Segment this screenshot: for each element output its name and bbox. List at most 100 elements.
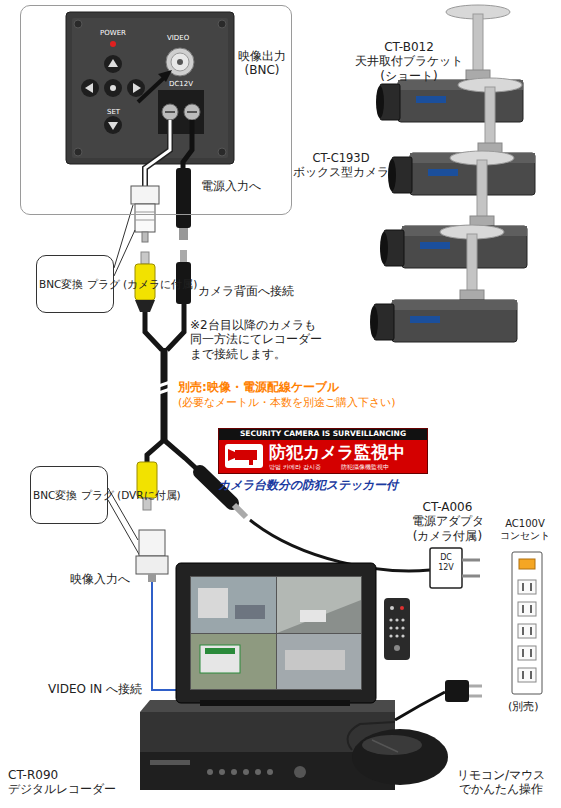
note-text: カメラ背面へ接続 xyxy=(198,284,294,298)
power-strip xyxy=(518,602,536,616)
device-marking: DC 12V xyxy=(436,553,456,572)
part-label: リモコン/マウス でかんたん操作 xyxy=(446,768,556,797)
part-label: CT-A006 電源アダプタ (カメラ付属) xyxy=(405,500,490,543)
camera-back-panel xyxy=(158,90,204,134)
remote-control xyxy=(395,618,398,621)
digital-recorder xyxy=(207,769,213,775)
camera-back-panel xyxy=(110,41,116,47)
callout-text: BNC変換 プラグ (カメラに付属) xyxy=(39,278,111,291)
digital-recorder xyxy=(191,634,276,689)
power-adapter xyxy=(430,548,480,588)
power-strip xyxy=(518,624,536,638)
camera-back-panel xyxy=(108,122,118,130)
digital-recorder xyxy=(190,576,362,690)
digital-recorder xyxy=(277,600,361,633)
sticker-text: SECURITY CAMERA IS SURVEILLANCING xyxy=(219,429,427,438)
camera-back-panel xyxy=(74,20,82,28)
mouse xyxy=(372,740,398,752)
camera-back-panel xyxy=(110,85,116,91)
camera-back-panel xyxy=(133,83,141,93)
camera-wires xyxy=(145,120,170,188)
camera-back-panel xyxy=(127,79,145,97)
part-label: CT-R090 デジタルレコーダー xyxy=(8,768,113,797)
digital-recorder xyxy=(176,563,376,703)
camera-wires xyxy=(145,120,170,188)
note-text: カメラ台数分の防犯ステッカー付 xyxy=(218,478,398,492)
callout-text: 電源入力へ xyxy=(201,179,261,193)
note-text: (必要なメートル・本数を別途ご購入下さい) xyxy=(178,396,396,409)
digital-recorder xyxy=(445,680,469,702)
note-text: ※2台目以降のカメラも 同一方法にてレコーダー まで接続します。 xyxy=(190,318,335,361)
cable xyxy=(152,582,178,690)
cable xyxy=(153,380,176,395)
callout-box: BNC変換 プラグ (カメラに付属) xyxy=(36,255,114,313)
cable xyxy=(141,252,149,264)
cable xyxy=(234,505,246,517)
digital-recorder xyxy=(395,692,445,720)
camera-icon xyxy=(235,450,257,460)
camera-back-panel xyxy=(66,12,234,164)
camera-wires xyxy=(142,232,148,242)
camera-back-panel xyxy=(171,53,189,71)
remote-control xyxy=(389,618,392,621)
power-strip xyxy=(523,583,531,679)
digital-recorder xyxy=(150,760,190,765)
digital-recorder xyxy=(267,769,273,775)
camera-back-panel xyxy=(218,20,226,28)
digital-recorder xyxy=(191,577,276,633)
remote-control xyxy=(401,618,404,621)
mouse xyxy=(362,735,422,755)
remote-control xyxy=(401,634,404,637)
remote-control xyxy=(384,598,410,660)
cable xyxy=(164,440,200,472)
power-strip xyxy=(518,646,536,660)
digital-recorder xyxy=(219,769,225,775)
remote-control xyxy=(395,634,398,637)
camera-back-panel xyxy=(138,76,166,102)
digital-recorder xyxy=(200,645,240,673)
digital-recorder xyxy=(277,577,361,633)
sticker-title: 防犯カメラ監視中 xyxy=(269,442,405,462)
camera-back-panel xyxy=(66,12,234,164)
camera-back-panel xyxy=(104,79,122,97)
cable xyxy=(135,264,155,300)
camera-back-panel xyxy=(104,55,122,73)
cable xyxy=(145,312,162,350)
camera-wires xyxy=(131,120,192,242)
digital-recorder xyxy=(235,605,265,619)
camera-back-panel xyxy=(108,59,118,67)
digital-recorder xyxy=(205,648,235,654)
camera-wires xyxy=(135,204,155,232)
remote-control xyxy=(384,598,410,660)
leader-line xyxy=(108,205,140,556)
digital-recorder xyxy=(231,769,237,775)
power-adapter xyxy=(430,548,462,588)
remote-control xyxy=(400,606,404,610)
sticker-text: 防犯攝像機監視中 xyxy=(341,463,389,470)
note-text: (別売) xyxy=(508,700,539,713)
camera-back-panel xyxy=(104,116,122,134)
digital-recorder xyxy=(243,769,249,775)
remote-control xyxy=(394,645,400,651)
inset-frame: POWERSETVIDEODC12V映像出力 (BNC)電源入力へ xyxy=(20,5,292,215)
callout-box: BNC変換 プラグ (DVRに付属) xyxy=(30,466,108,524)
cable xyxy=(167,304,184,350)
cable xyxy=(148,574,156,582)
camera-back-panel xyxy=(74,148,82,156)
camera-wires xyxy=(176,168,191,228)
camera-stack xyxy=(380,151,527,268)
power-strip xyxy=(512,552,542,694)
cable xyxy=(147,440,164,464)
cable xyxy=(161,348,168,440)
camera-back-panel xyxy=(85,83,93,93)
camera-stack xyxy=(388,78,535,195)
power-strip xyxy=(518,580,536,594)
camera-back-panel xyxy=(81,79,99,97)
note-heading: 別売:映像・電源配線ケーブル xyxy=(178,380,339,394)
cable xyxy=(135,300,155,312)
note-text: 映像入力へ xyxy=(70,572,130,586)
remote-control xyxy=(389,626,392,629)
camera-icon xyxy=(225,444,263,468)
part-label: CT-B012 天井取付ブラケット (ショート) xyxy=(350,40,468,83)
power-strip xyxy=(512,552,542,694)
